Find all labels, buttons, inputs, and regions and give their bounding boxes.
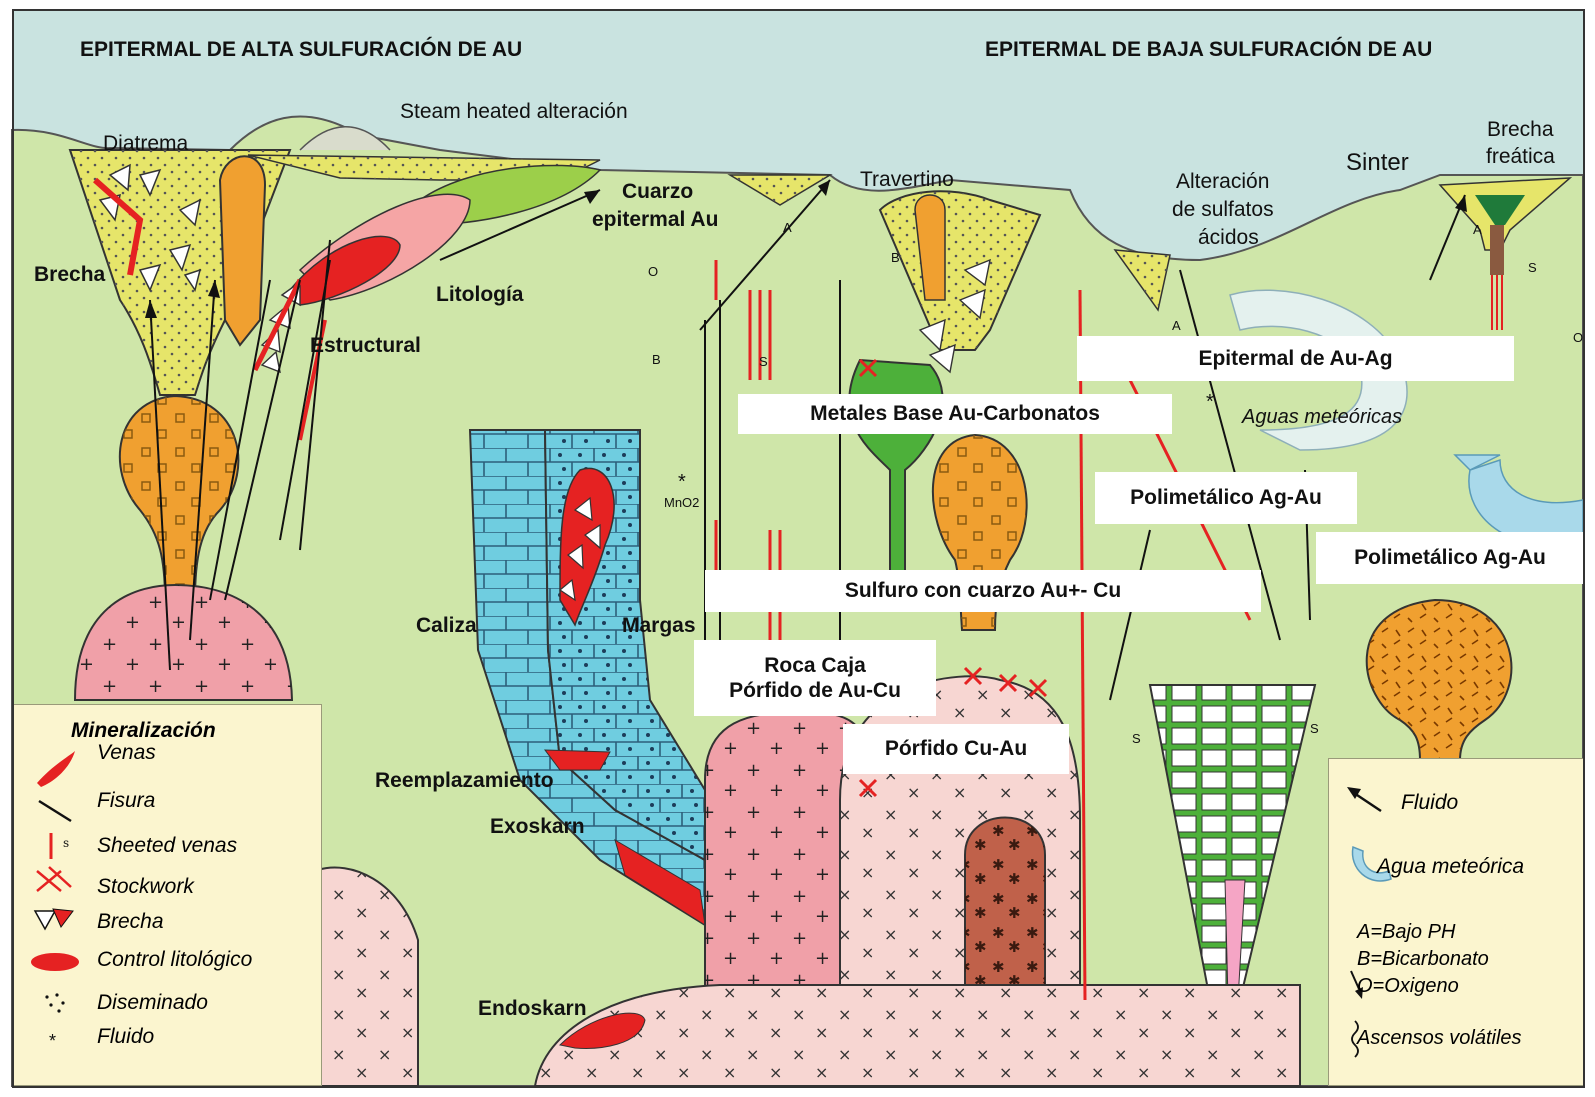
brecha-red-icon <box>53 909 73 927</box>
box-polimetalico-1: Polimetálico Ag-Au <box>1095 472 1357 524</box>
label-alteracion-line3: ácidos <box>1198 226 1259 249</box>
label-mno2: MnO2 <box>664 495 699 510</box>
legend-fluido: Fluido <box>97 1025 154 1049</box>
label-brecha: Brecha <box>34 263 106 286</box>
label-aguas-meteoricas: Aguas meteóricas <box>1241 406 1402 428</box>
legend-venas: Venas <box>97 741 156 765</box>
code-s-funnel-right: S <box>1310 721 1319 736</box>
legend-right-fluido: Fluido <box>1401 791 1458 815</box>
label-exoskarn: Exoskarn <box>490 815 585 838</box>
fluid-star-icon: * <box>1206 391 1214 413</box>
box-metales-base: Metales Base Au-Carbonatos <box>738 394 1172 434</box>
code-s-funnel-left: S <box>1132 731 1141 746</box>
legend-stockwork: Stockwork <box>97 875 194 899</box>
control-litologico-icon <box>31 953 79 971</box>
label-diatrema: Diatrema <box>103 132 189 155</box>
legend-code-b: B=Bicarbonato <box>1357 948 1489 971</box>
sheeted-s-icon: s <box>63 836 69 850</box>
code-a-sulfate: A <box>1172 318 1181 333</box>
label-cuarzo-line1: Cuarzo <box>622 180 693 203</box>
code-o-right: O <box>1573 330 1583 345</box>
label-reemplazamiento: Reemplazamiento <box>375 769 554 792</box>
legend-code-o: O=Oxigeno <box>1357 975 1459 998</box>
title-high-sulfidation: EPITERMAL DE ALTA SULFURACIÓN DE AU <box>80 37 522 61</box>
brecha-icon <box>35 911 55 929</box>
box-porfido-cu-au: Pórfido Cu-Au <box>843 724 1069 774</box>
legend-control-litologico: Control litológico <box>97 948 252 972</box>
legend-code-a: A=Bajo PH <box>1357 921 1455 944</box>
legend-mineralizacion: Mineralización s * Venas Fisura Sheeted … <box>12 704 322 1086</box>
fluido-star-icon: * <box>49 1031 56 1051</box>
label-steam-heated: Steam heated alteración <box>400 100 628 123</box>
label-cuarzo-line2: epitermal Au <box>592 208 718 231</box>
box-roca-caja-line1: Roca Caja <box>764 653 866 678</box>
label-estructural: Estructural <box>310 334 421 357</box>
label-alteracion-line2: de sulfatos <box>1172 198 1274 221</box>
phreatic-breccia-stem <box>1490 225 1504 275</box>
label-endoskarn: Endoskarn <box>478 997 587 1020</box>
legend-sheeted-venas: Sheeted venas <box>97 834 237 858</box>
label-travertino: Travertino <box>860 168 954 191</box>
label-margas: Margas <box>622 614 696 637</box>
stockwork-icon <box>37 867 71 891</box>
code-b-travertino: B <box>891 250 900 265</box>
code-o-center: O <box>648 264 658 279</box>
code-b-center: B <box>652 352 661 367</box>
box-polimetalico-2: Polimetálico Ag-Au <box>1316 532 1584 584</box>
venas-icon <box>37 751 75 787</box>
legend-fisura: Fisura <box>97 789 155 813</box>
label-brecha-freatica-line1: Brecha <box>1487 118 1554 141</box>
legend-diseminado: Diseminado <box>97 991 208 1015</box>
code-s-center: S <box>759 354 768 369</box>
diseminado-icon <box>45 993 64 1012</box>
label-litologia: Litología <box>436 283 524 306</box>
legend-brecha: Brecha <box>97 910 164 934</box>
code-a-center: A <box>783 220 792 235</box>
box-sulfuro-cuarzo: Sulfuro con cuarzo Au+- Cu <box>705 570 1261 612</box>
label-alteracion-line1: Alteración <box>1176 170 1269 193</box>
title-low-sulfidation: EPITERMAL DE BAJA SULFURACIÓN DE AU <box>985 37 1432 61</box>
legend-ascensos-volatiles: Ascensos volátiles <box>1357 1027 1522 1050</box>
bottom-batholith-texture <box>535 985 1300 1086</box>
mno2-star-icon: * <box>678 471 686 493</box>
brown-core-texture <box>965 818 1045 991</box>
label-caliza: Caliza <box>416 614 477 637</box>
label-sinter: Sinter <box>1346 149 1409 176</box>
fisura-icon <box>39 801 71 821</box>
code-a-right: A <box>1473 222 1482 237</box>
legend-right: Fluido Agua meteórica A=Bajo PH B=Bicarb… <box>1328 758 1585 1086</box>
box-roca-caja-line2: Pórfido de Au-Cu <box>729 678 901 703</box>
legend-right-agua-meteorica: Agua meteórica <box>1377 855 1524 879</box>
box-epitermal-au-ag: Epitermal de Au-Ag <box>1077 336 1514 381</box>
label-brecha-freatica-line2: freática <box>1486 145 1555 168</box>
box-roca-caja: Roca Caja Pórfido de Au-Cu <box>694 640 936 716</box>
code-s-right: S <box>1528 260 1537 275</box>
orange-dike <box>220 156 265 345</box>
